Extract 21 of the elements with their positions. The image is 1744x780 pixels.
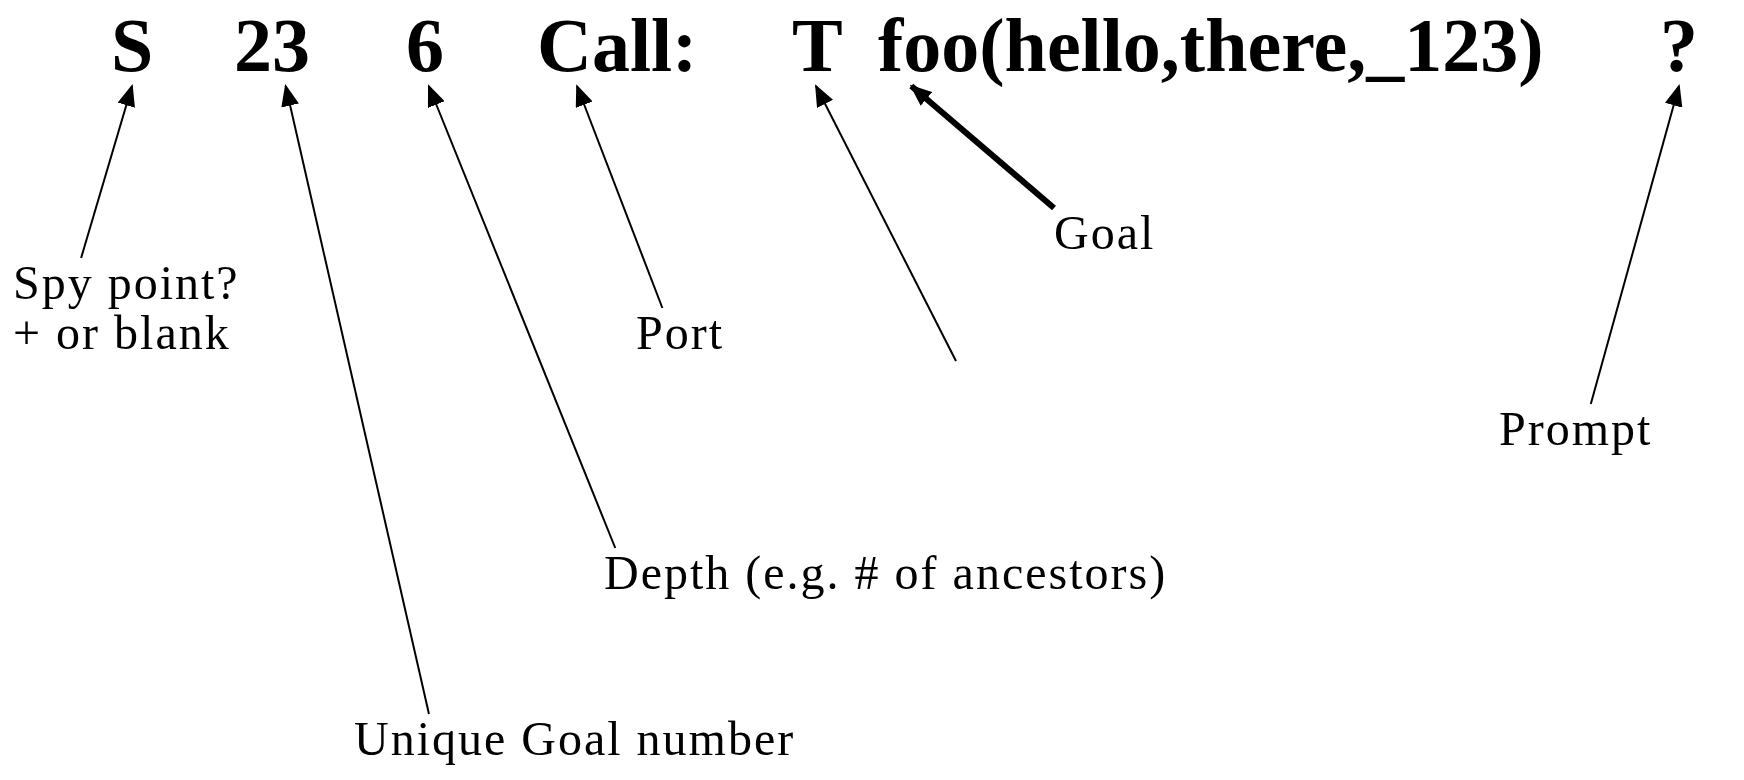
trace-field: Call: <box>537 6 698 86</box>
trace-field: 23 <box>234 6 310 86</box>
arrow <box>814 84 957 362</box>
trace-field: S <box>111 6 154 86</box>
arrow <box>1589 84 1683 405</box>
arrow <box>909 83 1056 211</box>
field-label: Goal <box>1054 208 1156 259</box>
field-label: + or blank <box>13 308 231 359</box>
field-label: Depth (e.g. # of ancestors) <box>604 548 1168 599</box>
trace-field: T <box>792 6 843 86</box>
trace-field: 6 <box>406 6 444 86</box>
arrow <box>281 84 430 715</box>
field-label: Unique Goal number <box>354 714 796 765</box>
arrow <box>427 84 617 549</box>
trace-field: ? <box>1660 6 1698 86</box>
trace-field: foo(hello,there,_123) <box>878 6 1544 86</box>
field-label: Port <box>636 308 724 359</box>
arrow <box>575 84 664 309</box>
arrow <box>80 84 135 259</box>
field-label: Prompt <box>1499 404 1653 455</box>
field-label: Spy point? <box>13 258 240 309</box>
